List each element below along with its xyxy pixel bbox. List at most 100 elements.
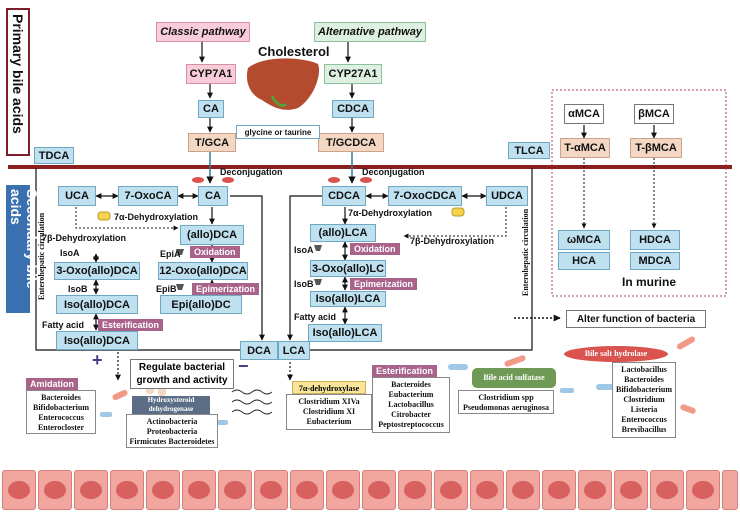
cdca-primary-box: CDCA <box>332 100 374 118</box>
cholesterol-label: Cholesterol <box>258 44 330 59</box>
epimerization-left-tag: Epimerization <box>192 283 260 295</box>
udca-box: UDCA <box>486 186 528 206</box>
secondary-bile-acids-label: Secondary bile acids <box>6 185 40 313</box>
sulfatase-title: Bile acid sulfatase <box>472 368 556 388</box>
epithelial-cell <box>38 470 72 510</box>
iso-allo-dca-box: Iso(allo)DCA <box>56 295 138 314</box>
tbmca-box: T-βMCA <box>630 138 682 158</box>
mdca-box: MDCA <box>630 252 680 270</box>
hdca-box: HDCA <box>630 230 680 250</box>
epithelial-cell <box>182 470 216 510</box>
oxidation-right-tag: Oxidation <box>350 243 400 255</box>
tamca-box: T-αMCA <box>560 138 610 158</box>
esterification-title: Esterification <box>372 365 438 377</box>
epithelial-cell <box>650 470 684 510</box>
epithelial-cell <box>578 470 612 510</box>
oxoca-box: 7-OxoCA <box>118 186 178 206</box>
epithelial-cell <box>398 470 432 510</box>
epithelial-cell <box>326 470 360 510</box>
enterohepatic-left-label: Enterohepatic circulation <box>37 212 46 300</box>
enterohepatic-right-label: Enterohepatic circulation <box>521 208 530 296</box>
uca-box: UCA <box>58 186 96 206</box>
epithelial-cell <box>110 470 144 510</box>
iso-allo-lca-box: Iso(allo)LCA <box>310 291 386 307</box>
ca-secondary-box: CA <box>198 186 228 206</box>
epithelial-cell <box>722 470 738 510</box>
intestinal-epithelium <box>0 466 740 512</box>
epib-label: EpiB <box>156 284 177 294</box>
alter-function-box: Alter function of bacteria <box>566 310 706 328</box>
epi-allo-dc-box: Epi(allo)DC <box>160 295 242 314</box>
primary-bile-acids-label: Primary bile acids <box>6 8 30 156</box>
dca-box: DCA <box>240 341 278 360</box>
wmca-box: ωMCA <box>558 230 610 250</box>
epithelial-cell <box>434 470 468 510</box>
tlca-box: TLCA <box>508 142 550 159</box>
dehydroxylation-7b-left: 7β-Dehydroxylation <box>42 233 127 243</box>
fatty-acid-left: Fatty acid <box>42 320 85 330</box>
isob-left: IsoB <box>68 284 88 294</box>
epithelial-cell <box>686 470 720 510</box>
liver-icon <box>246 58 320 110</box>
oxo-allo-lc-box: 3-Oxo(allo)LC <box>310 260 386 277</box>
oxidation-left-tag: Oxidation <box>190 246 240 258</box>
tgcdca-box: T/GCDCA <box>318 133 384 152</box>
bsh-title: Bile salt hydrolase <box>564 346 668 362</box>
deconjugation-right-label: Deconjugation <box>362 167 425 177</box>
fatty-acid-right: Fatty acid <box>294 312 337 322</box>
epithelial-cell <box>542 470 576 510</box>
epithelial-cell <box>254 470 288 510</box>
epithelial-cell <box>614 470 648 510</box>
alternative-pathway-box: Alternative pathway <box>314 22 426 42</box>
allo-dca-box: (allo)DCA <box>180 225 244 245</box>
conjugation-label: glycine or taurine <box>236 125 320 139</box>
iso-allo-lca2-box: Iso(allo)LCA <box>308 324 382 342</box>
oxo-allo-dca3-box: 3-Oxo(allo)DCA <box>54 262 140 280</box>
dehydroxylation-7b-right: 7β-Dehydroxylation <box>410 236 495 246</box>
dehydroxylation-7a-right: 7α-Dehydroxylation <box>348 208 433 218</box>
isob-right: IsoB <box>294 279 314 289</box>
isoa-right: IsoA <box>294 245 314 255</box>
hca-box: HCA <box>558 252 610 270</box>
deconjugation-left-label: Deconjugation <box>220 167 283 177</box>
epithelial-cell <box>2 470 36 510</box>
epia-label: EpiA <box>160 249 181 259</box>
epithelial-cell <box>218 470 252 510</box>
esterification-left-tag: Esterification <box>98 319 164 331</box>
epithelial-cell <box>290 470 324 510</box>
ca-primary-box: CA <box>198 100 224 118</box>
tgca-box: T/GCA <box>188 133 236 152</box>
cyp7a1-box: CYP7A1 <box>186 64 236 84</box>
epithelial-cell <box>470 470 504 510</box>
oxo-allo-dca12-box: 12-Oxo(allo)DCA <box>158 262 248 280</box>
amca-box: αMCA <box>564 104 604 124</box>
cdca-secondary-box: CDCA <box>322 186 366 206</box>
minus-sign: − <box>238 356 249 376</box>
amidation-title: Amidation <box>26 378 78 390</box>
epithelial-cell <box>362 470 396 510</box>
hsdh-title: Hydroxysteroid dehydrogenase <box>132 396 210 414</box>
oxocdca-box: 7-OxoCDCA <box>388 186 462 206</box>
cyp27a1-box: CYP27A1 <box>324 64 382 84</box>
tdca-box: TDCA <box>34 147 74 164</box>
in-murine-label: In murine <box>622 275 677 289</box>
iso-allo-dca2-box: Iso(allo)DCA <box>56 331 138 350</box>
isoa-left: IsoA <box>60 248 80 258</box>
epithelial-cell <box>146 470 180 510</box>
dehydroxylase-title: 7α-dehydroxylase <box>292 381 366 394</box>
epimerization-right-tag: Epimerization <box>350 278 418 290</box>
dehydroxylation-7a-left: 7α-Dehydroxylation <box>114 212 199 222</box>
lca-box: LCA <box>278 341 310 360</box>
allo-lca-box: (allo)LCA <box>310 224 376 242</box>
bmca-box: βMCA <box>634 104 674 124</box>
plus-sign: + <box>92 350 103 370</box>
